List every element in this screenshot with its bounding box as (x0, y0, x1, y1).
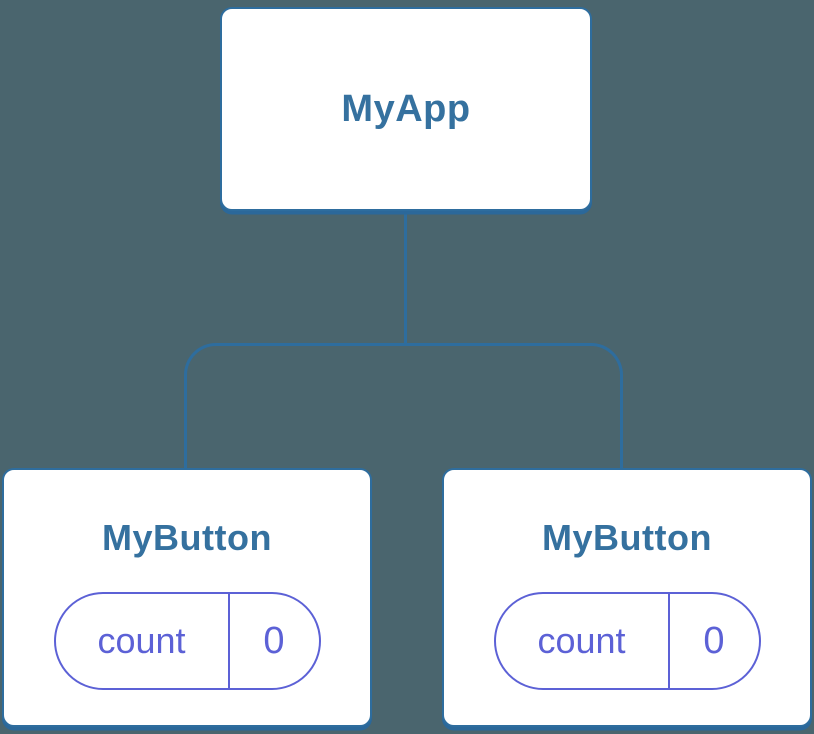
state-pill-right: count 0 (493, 592, 761, 690)
node-myapp-label: MyApp (341, 88, 471, 130)
node-mybutton-right: MyButton count 0 (442, 468, 812, 727)
node-mybutton-left: MyButton count 0 (2, 468, 372, 727)
node-mybutton-left-label: MyButton (102, 517, 272, 558)
state-value-left: 0 (263, 620, 285, 662)
state-key-left: count (56, 594, 230, 688)
node-mybutton-right-label: MyButton (542, 517, 712, 558)
state-pill-left: count 0 (53, 592, 321, 690)
state-value-right: 0 (703, 620, 725, 662)
connector-bracket (184, 343, 623, 483)
connector-stem (404, 208, 407, 345)
node-myapp: MyApp (220, 7, 592, 211)
state-key-right: count (496, 594, 670, 688)
